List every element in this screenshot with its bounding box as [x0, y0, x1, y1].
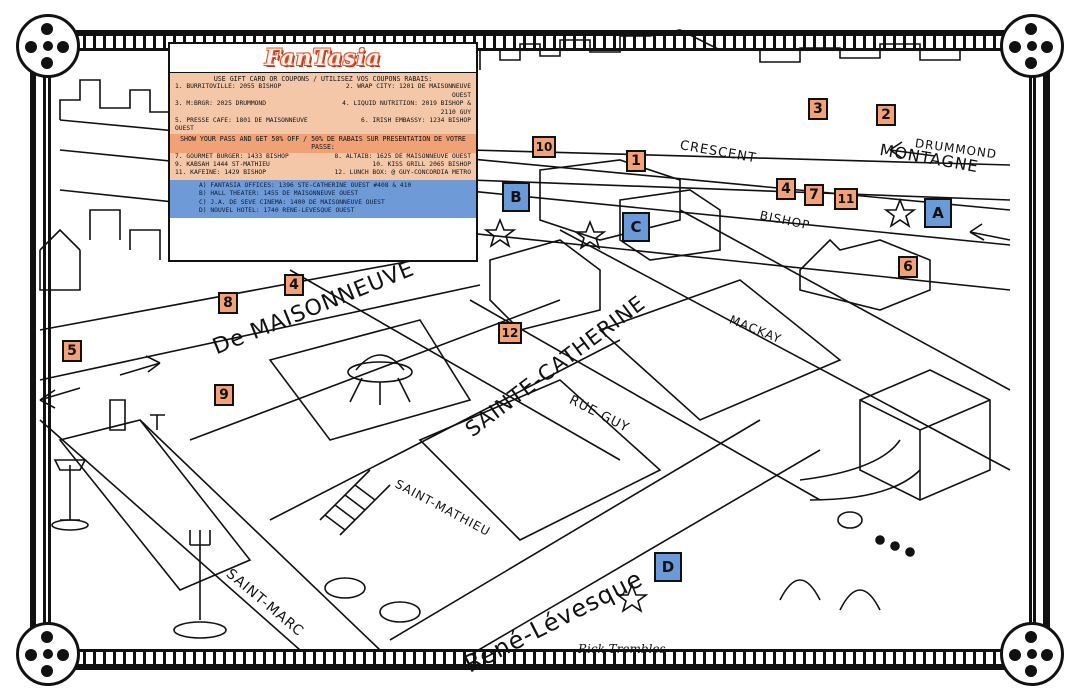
venue-section: A) FANTASIA OFFICES: 1396 STE-CATHERINE … — [170, 179, 476, 218]
legend-venue: B) HALL THEATER: 1455 DE MAISONNEUVE OUE… — [199, 190, 359, 198]
marker-c[interactable]: C — [622, 212, 650, 242]
legend-item: 6. IRISH EMBASSY: 1234 BISHOP — [361, 117, 471, 125]
legend-item: 4. LIQUID NUTRITION: 2019 BISHOP & 2110 … — [342, 100, 471, 116]
legend-venue: C) J.A. DE SEVE CINEMA: 1400 DE MAISONNE… — [199, 198, 385, 206]
marker-11[interactable]: 11 — [834, 188, 858, 210]
marker-d[interactable]: D — [654, 552, 682, 582]
marker-9[interactable]: 9 — [214, 384, 234, 406]
map-legend: FanTasia USE GIFT CARD OR COUPONS / UTIL… — [168, 42, 478, 262]
legend-item: 10. KISS GRILL 2065 BISHOP — [372, 161, 471, 169]
legend-item: 1. BURRITOVILLE: 2055 BISHOP — [175, 83, 282, 91]
fantasia-logo: FanTasia — [170, 44, 476, 73]
marker-2[interactable]: 2 — [876, 104, 896, 126]
artist-signature: Rick Trembles — [578, 642, 666, 656]
legend-venue: D) NOUVEL HOTEL: 1740 RENE-LEVESQUE OUES… — [199, 207, 355, 215]
legend-item: 5. PRESSE CAFE: 1801 DE MAISONNEUVE OUES… — [175, 117, 308, 133]
film-reel-icon — [16, 14, 80, 78]
coupon-section: USE GIFT CARD OR COUPONS / UTILISEZ VOS … — [170, 73, 476, 180]
film-reel-icon — [1000, 622, 1064, 686]
marker-1[interactable]: 1 — [626, 150, 646, 172]
marker-a[interactable]: A — [924, 198, 952, 228]
marker-4-alt[interactable]: 4 — [284, 274, 304, 296]
marker-3[interactable]: 3 — [808, 98, 828, 120]
film-reel-icon — [16, 622, 80, 686]
legend-venue: A) FANTASIA OFFICES: 1396 STE-CATHERINE … — [199, 181, 412, 189]
marker-8[interactable]: 8 — [218, 292, 238, 314]
film-reel-icon — [1000, 14, 1064, 78]
marker-12[interactable]: 12 — [498, 322, 522, 344]
coupon-header: USE GIFT CARD OR COUPONS / UTILISEZ VOS … — [213, 75, 433, 83]
legend-item: 12. LUNCH BOX: @ GUY-CONCORDIA METRO — [334, 169, 471, 177]
marker-7[interactable]: 7 — [804, 184, 824, 206]
marker-5[interactable]: 5 — [62, 340, 82, 362]
legend-item: 2. WRAP CITY: 1201 DE MAISONNEUVE OUEST — [345, 83, 471, 99]
legend-item: 9. KABSAH 1444 ST-MATHIEU — [175, 161, 270, 169]
marker-10[interactable]: 10 — [532, 136, 556, 158]
marker-b[interactable]: B — [502, 182, 530, 212]
marker-6[interactable]: 6 — [898, 256, 918, 278]
legend-item: 8. ALTAIB: 1625 DE MAISONNEUVE OUEST — [334, 152, 471, 160]
legend-item: 7. GOURMET BURGER: 1433 BISHOP — [175, 152, 289, 160]
marker-4[interactable]: 4 — [776, 178, 796, 200]
legend-item: 3. M:BRGR: 2025 DRUMMOND — [175, 100, 266, 108]
legend-item: 11. KAFEINE: 1429 BISHOP — [175, 169, 266, 177]
pass-header: SHOW YOUR PASS AND GET 50% OFF / 50% DE … — [170, 133, 476, 153]
